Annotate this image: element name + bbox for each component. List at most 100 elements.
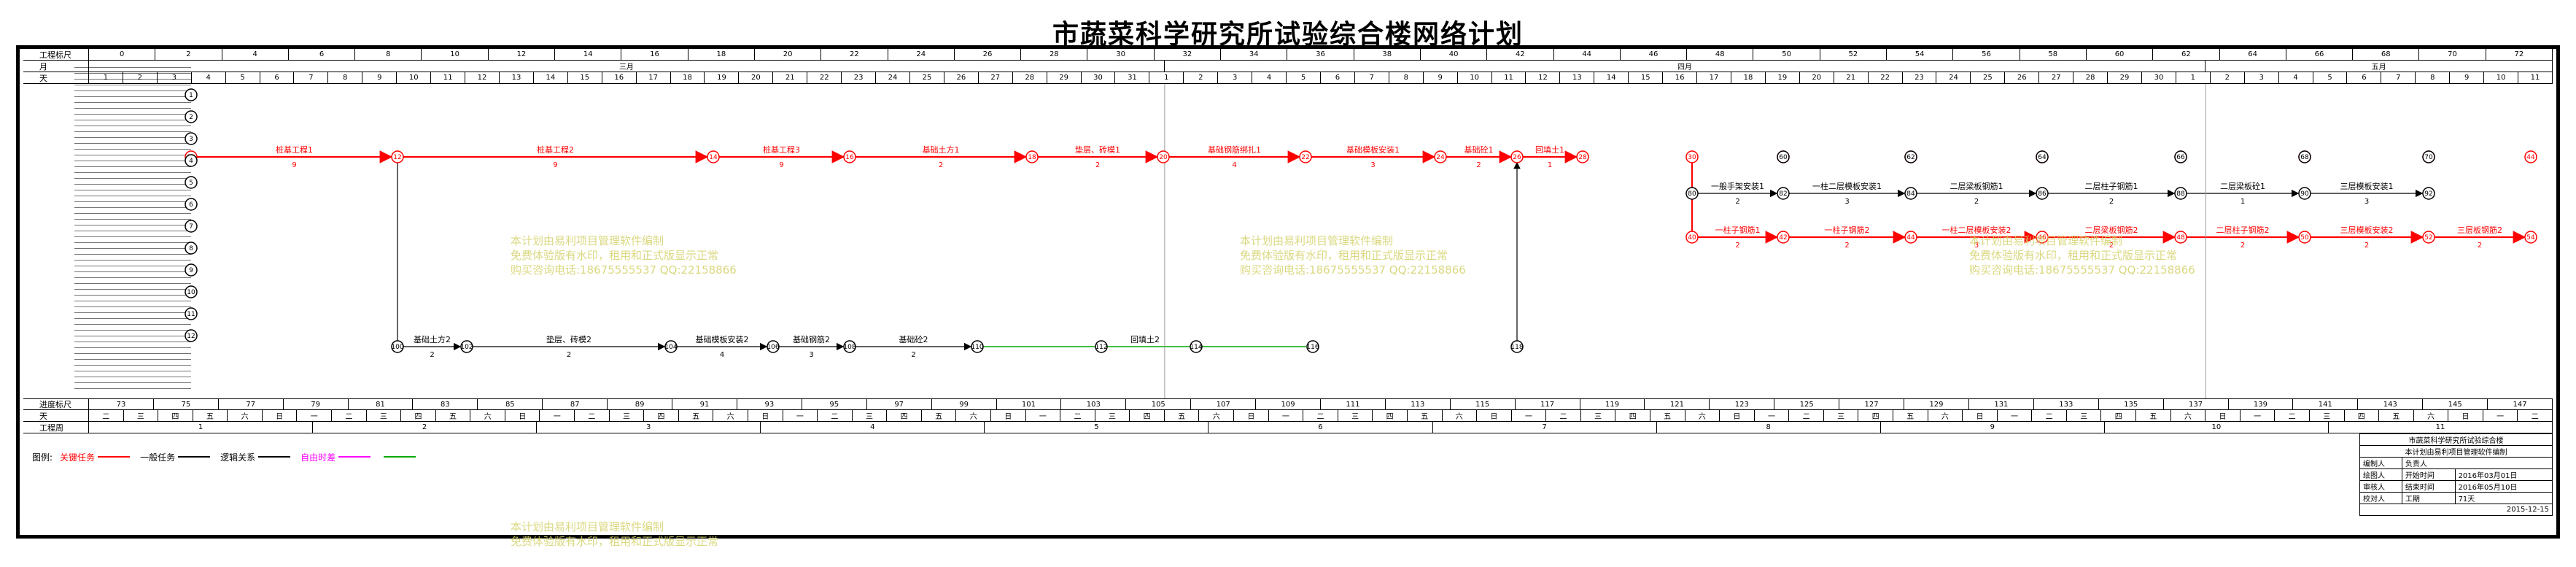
weekday-cell: 三 [124, 410, 159, 421]
scale-bottom-cell: 143 [2358, 399, 2424, 409]
legend-line [338, 456, 371, 458]
weekday-cell: 一 [297, 410, 333, 421]
scale-bottom-cell: 111 [1321, 399, 1386, 409]
legend-line [258, 456, 291, 458]
activity-duration: 4 [1232, 161, 1236, 169]
weekday-cell: 四 [887, 410, 922, 421]
activity-label: 基础土方1 [923, 144, 960, 155]
scale-top-cell: 12 [489, 49, 556, 60]
day-cell: 2 [2211, 72, 2245, 83]
watermark-line2: 免费体验版有水印，租用和正式版显示正常 [511, 249, 719, 262]
node-number: 24 [1436, 154, 1445, 161]
day-cell: 8 [2416, 72, 2451, 83]
network-node [1157, 150, 1170, 163]
node-number: 100 [391, 344, 403, 351]
weekday-cell: 日 [748, 410, 783, 421]
scale-top-cell: 8 [355, 49, 422, 60]
node-number: 106 [767, 344, 779, 351]
node-number: 112 [1095, 344, 1107, 351]
watermark-line1: 本计划由易利项目管理软件编制 [511, 520, 664, 533]
page-title: 市蔬菜科学研究所试验综合楼网络计划 [1052, 19, 1524, 50]
weekday-cell: 一 [540, 410, 575, 421]
info-cell: 校对人 [2359, 492, 2402, 504]
weekday-cell: 二 [2518, 410, 2553, 421]
weekday-cell: 四 [2101, 410, 2137, 421]
day-cell: 11 [431, 72, 466, 83]
node-number: 2 [189, 114, 193, 121]
day-cell: 2 [1184, 72, 1219, 83]
activity-duration: 9 [292, 161, 296, 169]
node-number: 52 [2424, 234, 2432, 242]
day-cell: 11 [2518, 72, 2553, 83]
activity-duration: 1 [1548, 161, 1552, 169]
legend-label: 图例: [32, 452, 53, 463]
day-cell: 15 [568, 72, 602, 83]
weekday-cell: 四 [1615, 410, 1650, 421]
activity-duration: 2 [939, 161, 943, 169]
weekday-cell: 五 [1165, 410, 1200, 421]
activity-label: 三层模板安装2 [2340, 225, 2394, 235]
activity-duration: 3 [809, 351, 813, 359]
scale-bottom-cell: 115 [1451, 399, 1516, 409]
day-cell: 13 [500, 72, 534, 83]
node-number: 7 [189, 223, 193, 231]
watermark-line2: 免费体验版有水印，租用和正式版显示正常 [1969, 249, 2178, 262]
network-node [2524, 150, 2537, 163]
scale-bottom-cell: 73 [89, 399, 154, 409]
scale-top-cell: 64 [2220, 49, 2286, 60]
activity-label: 桩基工程3 [763, 144, 800, 155]
week-cell: 2 [313, 422, 538, 433]
weekday-cell: 四 [2345, 410, 2380, 421]
node-number: 60 [1779, 154, 1788, 161]
scale-bottom-cell: 145 [2423, 399, 2488, 409]
info-cell: 结束时间 [2401, 480, 2456, 493]
network-node [185, 198, 198, 211]
network-node [185, 132, 198, 145]
node-number: 66 [2176, 154, 2185, 161]
network-node [2422, 231, 2435, 244]
day-cell: 4 [2279, 72, 2313, 83]
node-number: 10 [187, 289, 195, 296]
day-cell: 7 [295, 72, 329, 83]
node-number: 102 [460, 344, 473, 351]
day-cell: 9 [2450, 72, 2485, 83]
weekday-cell: 五 [1408, 410, 1443, 421]
scale-top-cell: 40 [1421, 49, 1488, 60]
activity-duration: 9 [779, 161, 783, 169]
weekday-cell: 一 [1512, 410, 1547, 421]
weekday-cell: 五 [1893, 410, 1928, 421]
weekday-cell: 日 [1234, 410, 1269, 421]
legend-item: 逻辑关系 [220, 451, 291, 463]
node-number: 30 [1688, 154, 1696, 161]
activity-label: 一柱子钢筋2 [1825, 225, 1870, 235]
activity-duration: 1 [2241, 198, 2245, 206]
scale-top-cell: 18 [688, 49, 755, 60]
watermark-line1: 本计划由易利项目管理软件编制 [511, 234, 664, 247]
network-node [185, 110, 198, 123]
scale-bottom-cell: 113 [1386, 399, 1451, 409]
day-cell: 10 [2484, 72, 2519, 83]
weekday-cell: 日 [2205, 410, 2241, 421]
weekday-cell: 五 [1650, 410, 1685, 421]
weekday-cell: 六 [1443, 410, 1478, 421]
activity-duration: 2 [567, 351, 571, 359]
scale-top-cell: 68 [2353, 49, 2420, 60]
node-number: 90 [2300, 190, 2309, 198]
scale-top-cell: 72 [2486, 49, 2553, 60]
activity-label: 垫层、砖模2 [546, 334, 591, 344]
weekday-cell: 二 [2032, 410, 2067, 421]
network-node [1904, 187, 1917, 200]
legend-items: 关键任务一般任务逻辑关系自由时差 [60, 451, 416, 463]
node-number: 9 [189, 267, 193, 274]
legend-text: 逻辑关系 [220, 452, 256, 463]
legend-text: 关键任务 [60, 452, 96, 463]
day-cell: 21 [773, 72, 808, 83]
day-cell: 18 [1731, 72, 1766, 83]
node-number: 88 [2176, 190, 2185, 198]
month-cell: 三月 [89, 61, 1165, 72]
day-cell: 22 [807, 72, 842, 83]
scale-bottom-cell: 117 [1516, 399, 1580, 409]
legend-line [98, 456, 131, 458]
scale-bottom-cell: 97 [867, 399, 932, 409]
day-cell: 12 [465, 72, 500, 83]
